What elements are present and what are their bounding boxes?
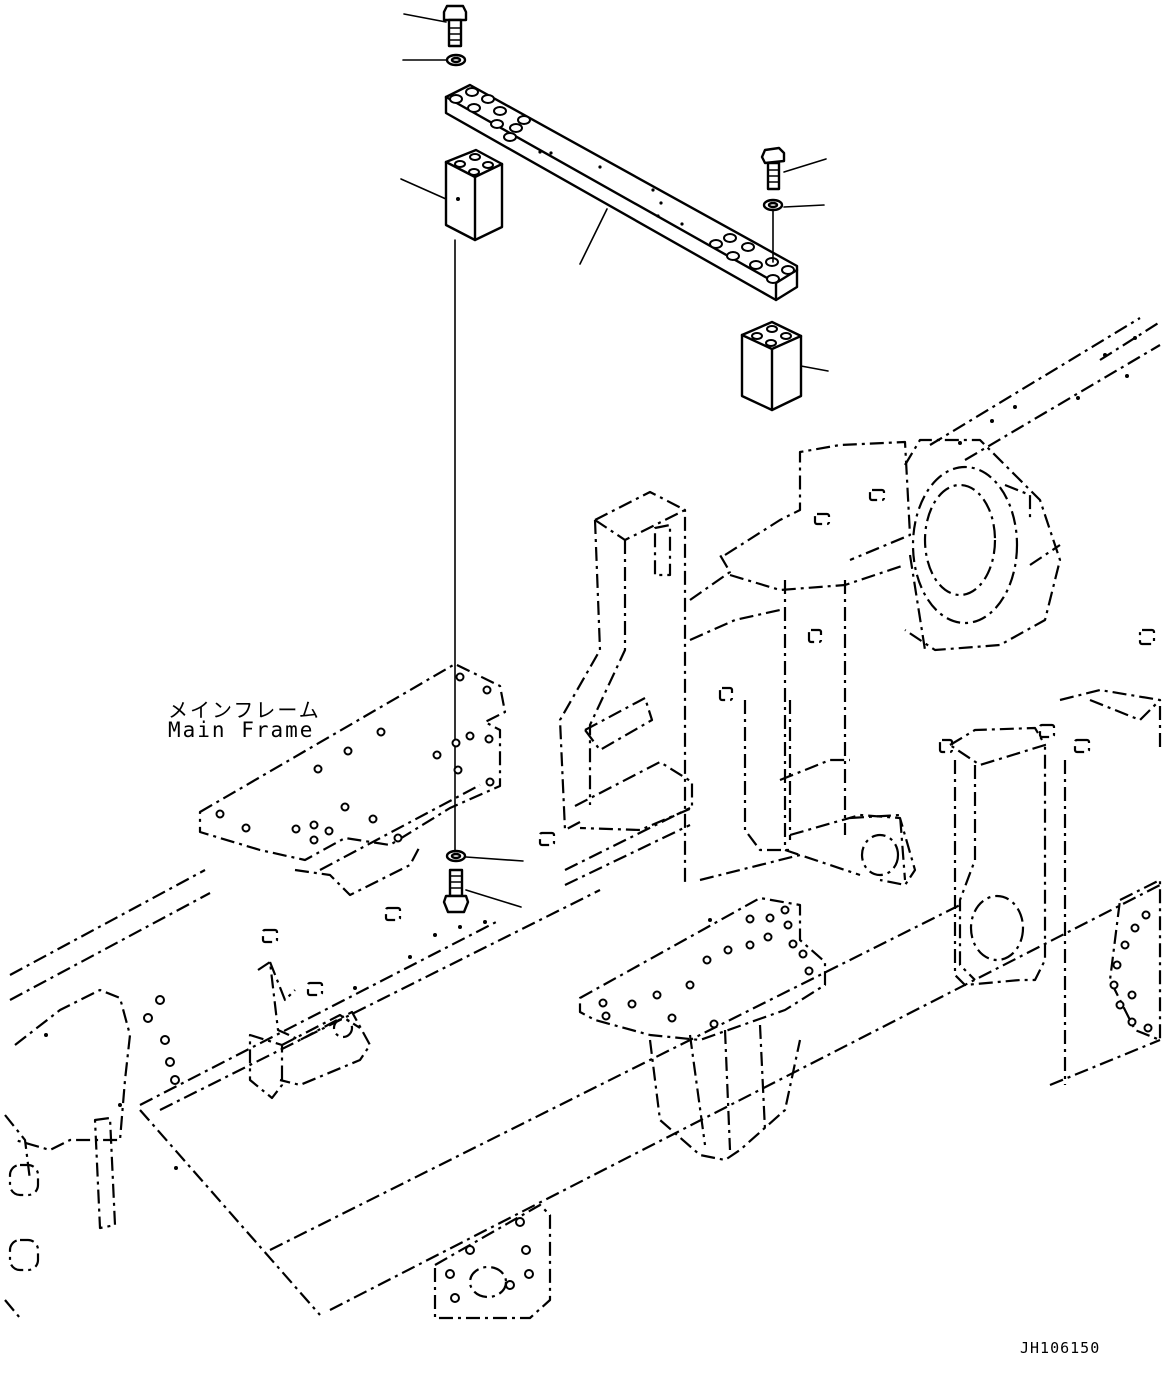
leader-long-plate [579, 208, 608, 265]
leader-washer-right [783, 204, 825, 208]
bolt-bottom [442, 868, 470, 914]
leader-bolt-bottom [465, 889, 522, 908]
main-frame-label-en: Main Frame [168, 718, 315, 742]
leader-spacer-block-right [800, 365, 829, 372]
bolt-top-left [442, 4, 468, 48]
leader-bolt-right [783, 158, 827, 173]
spacer-block-right [740, 320, 803, 412]
spacer-block-left [444, 148, 504, 242]
leader-bolt-top-left [403, 13, 447, 23]
washer-bottom [445, 849, 467, 863]
long-plate [444, 83, 799, 302]
leader-spacer-block-left [400, 178, 447, 200]
main-frame [4, 317, 1162, 1320]
drawing-id: JH106150 [1020, 1339, 1101, 1357]
washer-right [762, 198, 784, 212]
main-frame-label-jp: メインフレーム [168, 698, 321, 722]
washer-top-left [445, 53, 467, 67]
bolt-right [760, 146, 786, 191]
frame-edge-left [4, 1299, 21, 1319]
leader-washer-bottom [465, 856, 524, 862]
